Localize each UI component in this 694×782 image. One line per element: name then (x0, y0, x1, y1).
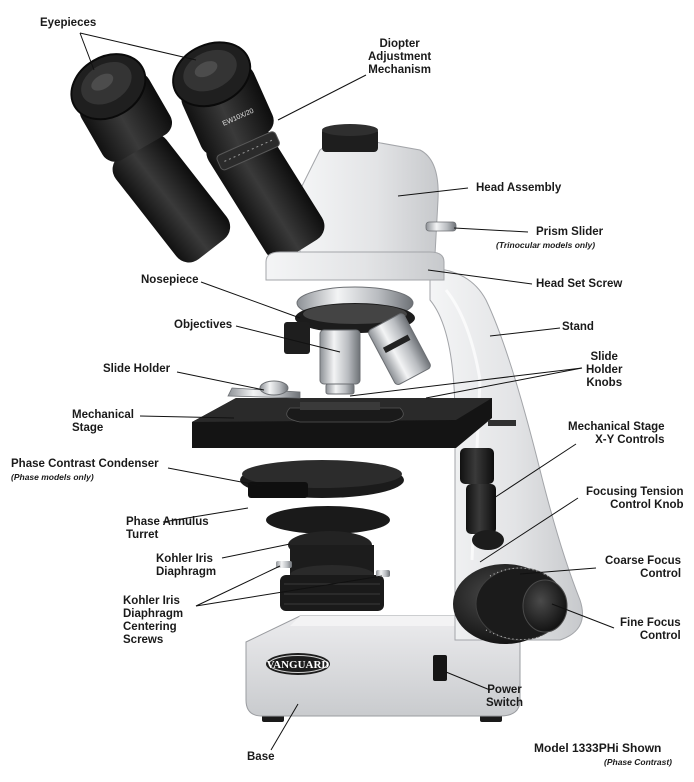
label-fine-focus: Fine Focus Control (620, 617, 681, 642)
base-part (245, 615, 521, 722)
label-prism-slider-note: (Trinocular models only) (496, 240, 596, 250)
mechanical-stage-part (192, 380, 516, 448)
label-prism-slider: Prism Slider (536, 226, 604, 238)
label-kohler-iris: Kohler Iris Diaphragm (156, 553, 217, 578)
head-assembly-part (299, 124, 457, 256)
nosepiece-part (265, 251, 445, 333)
label-base: Base (247, 751, 275, 763)
objectives-part (284, 313, 431, 395)
label-diopter-adjustment: Diopter Adjustment Mechanism (368, 38, 432, 76)
label-objectives: Objectives (174, 319, 233, 331)
label-slide-holder-knobs: Slide Holder Knobs (586, 351, 623, 389)
label-focusing-tension: Focusing Tension Control Knob (586, 486, 684, 511)
label-power-switch: Power Switch (486, 684, 524, 709)
caption-note: (Phase Contrast) (604, 757, 673, 767)
svg-text:VANGUARD: VANGUARD (267, 659, 330, 671)
label-head-assembly: Head Assembly (476, 182, 562, 194)
label-phase-condenser-note: (Phase models only) (11, 472, 94, 482)
label-nosepiece: Nosepiece (141, 274, 199, 286)
label-stand: Stand (562, 321, 594, 333)
leader-lines (79, 32, 615, 751)
phase-condenser-part (240, 460, 404, 498)
vanguard-logo: VANGUARD (266, 653, 330, 675)
label-phase-annulus: Phase Annulus Turret (126, 516, 209, 541)
xy-controls-part (460, 448, 496, 534)
label-mech-stage-xy: Mechanical Stage X-Y Controls (568, 421, 665, 446)
label-phase-condenser: Phase Contrast Condenser (11, 458, 159, 470)
focus-knobs-part (453, 530, 568, 644)
diopter-ring-part (216, 131, 280, 171)
label-kohler-centering: Kohler Iris Diaphragm Centering Screws (123, 595, 184, 646)
caption-model: Model 1333PHi Shown (534, 741, 662, 755)
label-mechanical-stage: Mechanical Stage (72, 409, 134, 434)
label-head-set-screw: Head Set Screw (536, 278, 623, 290)
eyepieces-part: EW10X/20 (70, 41, 325, 263)
label-eyepieces: Eyepieces (40, 17, 97, 29)
label-slide-holder: Slide Holder (103, 363, 171, 375)
power-switch-part (433, 655, 447, 681)
label-coarse-focus: Coarse Focus Control (605, 555, 682, 580)
